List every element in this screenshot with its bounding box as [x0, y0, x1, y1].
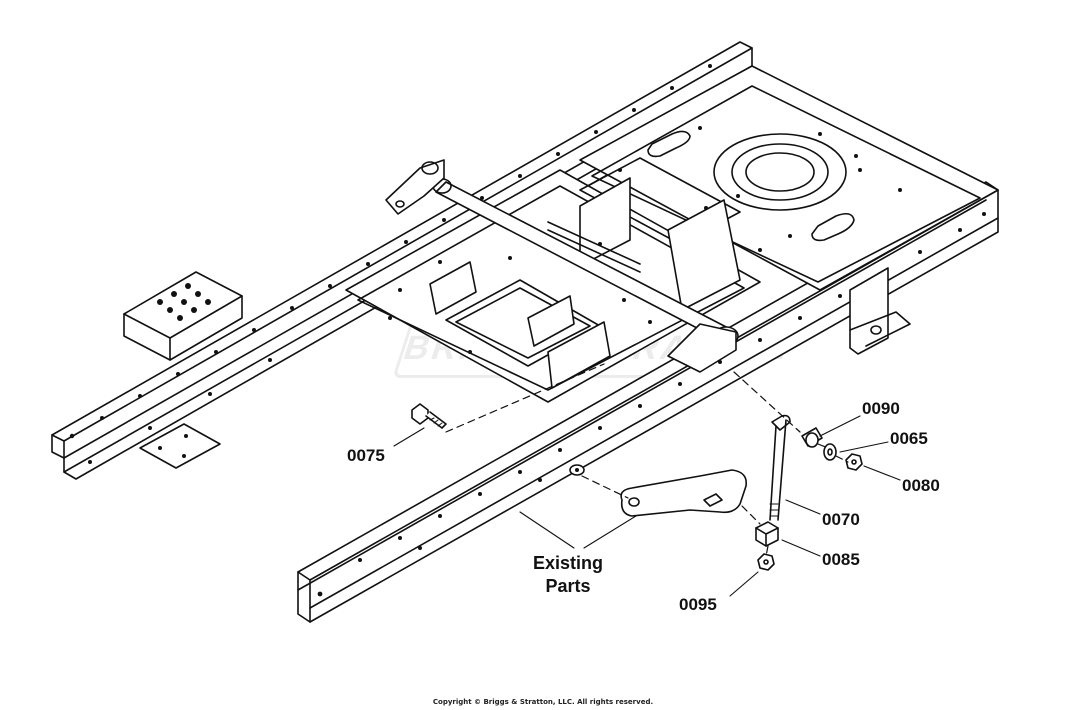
- foot-pedal-pad: [123, 271, 243, 361]
- callout-0080: 0080: [902, 476, 940, 495]
- existing-parts-line2: Parts: [545, 576, 591, 596]
- right-frame-rail: [297, 181, 999, 623]
- callout-0075: 0075: [347, 446, 385, 465]
- existing-bolt: [569, 464, 585, 476]
- lift-arm-bracket: [620, 469, 748, 517]
- callout-0085: 0085: [822, 550, 860, 569]
- callout-0095: 0095: [679, 595, 717, 614]
- center-cross-member: [345, 157, 761, 403]
- spacer-0090: [801, 427, 823, 448]
- washer-0065: [823, 443, 837, 461]
- nut-0095: [757, 553, 775, 571]
- lower-mount-tab: [139, 423, 221, 469]
- existing-parts-label: Existing Parts: [520, 552, 616, 598]
- leader-lines: [393, 415, 901, 597]
- seat-mounting-plate: [579, 65, 999, 291]
- bolt-0075: [411, 403, 447, 429]
- copyright-notice: Copyright © Briggs & Stratton, LLC. All …: [432, 698, 654, 706]
- callout-0065: 0065: [890, 429, 928, 448]
- adjuster-block-0085: [755, 521, 779, 547]
- existing-parts-line1: Existing: [532, 553, 603, 573]
- assembly-dashed-lines: [445, 363, 849, 557]
- front-pivot-bracket: [385, 159, 445, 215]
- callout-0090: 0090: [862, 399, 900, 418]
- lift-link-rod-0070: [769, 414, 791, 521]
- callout-0070: 0070: [822, 510, 860, 529]
- nut-0080: [845, 453, 863, 471]
- rear-pivot-bracket: [667, 267, 911, 373]
